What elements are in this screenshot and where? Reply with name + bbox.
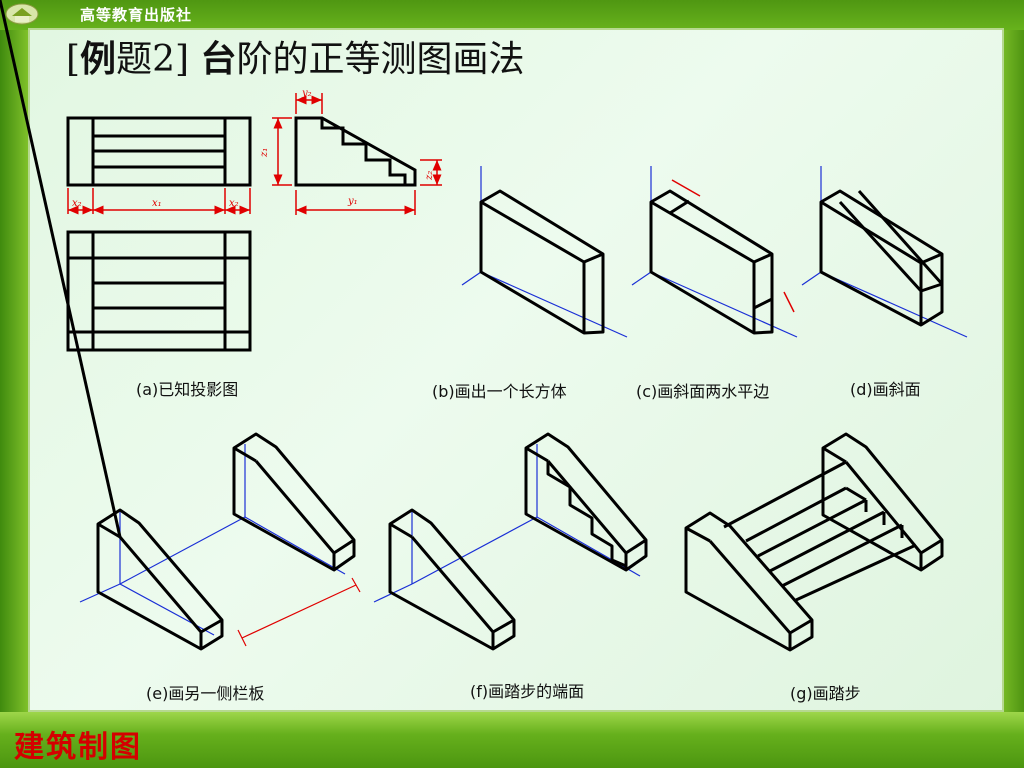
title-bracket: [ [66,39,81,80]
left-panel-e [0,0,224,651]
left-frame [0,30,28,714]
top-view [66,230,252,352]
construction-marks-c [671,179,795,313]
dim-y1: y₁ [347,196,358,207]
side-view [294,116,417,187]
dim-x2-left: x₂ [72,198,82,209]
front-view [66,116,252,187]
left-panel-f [388,508,516,651]
right-panel-e [232,432,356,572]
title-main-rest: 阶的正等测图画法 [236,39,525,80]
construction-marks-e [237,577,361,647]
caption-a: (a)已知投影图 [136,380,239,399]
caption-d: (d)画斜面 [850,380,921,399]
bottom-banner [0,712,1024,768]
dim-z1: z₁ [259,148,270,158]
right-frame [1004,30,1024,714]
dim-y2: y₂ [301,88,312,99]
caption-e: (e)画另一侧栏板 [146,684,265,703]
dim-x2-right: x₂ [229,198,239,209]
title-prefix-bold: 例 [80,39,117,80]
publisher-logo-icon [5,3,39,25]
dimension-lines [67,93,442,215]
slide-panel [28,28,1004,712]
caption-c: (c)画斜面两水平边 [636,382,770,401]
box-c [649,189,774,335]
title-prefix-rest: 题2] [116,39,190,80]
top-banner [0,0,1024,30]
dim-z2: z₂ [424,171,435,181]
dim-x1: x₁ [152,198,162,209]
box-d [819,189,944,327]
box-b [479,189,605,335]
axes-e [79,444,346,636]
right-panel-f [524,432,648,572]
dimension-labels: x₂ x₁ x₂ y₂ z₁ z₂ y₁ [72,88,435,209]
caption-g: (g)画踏步 [790,684,861,703]
staircase-g [684,432,944,652]
caption-f: (f)画踏步的端面 [470,682,585,701]
slide-title: [例题2] 台阶的正等测图画法 [66,30,525,82]
caption-b: (b)画出一个长方体 [432,382,567,401]
footer-label: 建筑制图 [14,730,142,765]
title-main-bold: 台 [200,39,237,80]
publisher-name: 高等教育出版社 [80,6,193,24]
